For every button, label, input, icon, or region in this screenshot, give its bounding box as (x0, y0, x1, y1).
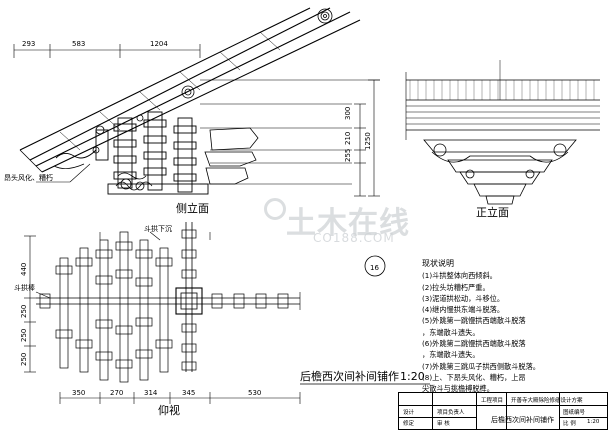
dim-side-2: 210 (344, 132, 352, 145)
dim-br-3: 314 (144, 389, 158, 397)
watermark-text: 土木在线 (286, 206, 410, 241)
side-elevation-drawing (13, 7, 380, 197)
plan-scale: 1:20 (400, 370, 425, 383)
callout-head-weathering: 昂头风化、糟朽 (4, 173, 53, 182)
note-line: (6)外跳第二跳慢拱西端散斗脱落 (422, 339, 526, 349)
status-notes: 现状说明 (1)斗拱整体向西倾斜。 (2)拉头坊糟朽严重。 (3)泥道拱松动，斗… (422, 258, 610, 395)
note-line: 尖散斗与挑檐榑脱榫。 (422, 384, 494, 394)
detail-number: 16 (370, 264, 379, 272)
callout-bracket-beam: 斗拱棒 (14, 283, 35, 292)
dim-br-2: 270 (110, 389, 123, 397)
view-title-front: 正立面 (476, 205, 509, 219)
dim-bl-2: 250 (20, 305, 28, 318)
tb-project: 开善寺大殿除险修缮设计方案 (511, 398, 583, 404)
dim-side-total: 1250 (364, 132, 372, 150)
dim-top-3: 1204 (150, 40, 168, 48)
tb-field3: 比 例 (563, 421, 576, 427)
note-line: (2)拉头坊糟朽严重。 (422, 282, 490, 292)
tb-field1: 图纸编号 (563, 410, 586, 416)
dim-br-4: 345 (182, 389, 195, 397)
note-line: (5)外跳第一跳慢拱西端散斗脱落 (422, 316, 526, 326)
note-line: ，东端散斗遗失。 (422, 350, 480, 360)
dim-top-1: 293 (22, 40, 35, 48)
tb-scale: 1:20 (587, 419, 600, 425)
notes-heading: 现状说明 (422, 259, 454, 268)
tb-check: 修定 (403, 421, 415, 427)
dim-br-1: 350 (72, 389, 85, 397)
dim-bl-3: 250 (20, 329, 28, 342)
tb-drawing-name: 后檐西次间补间铺作 (491, 416, 554, 424)
dim-top-2: 583 (72, 40, 85, 48)
note-line: ，东端散斗遗失。 (422, 327, 480, 337)
bottom-view-drawing (24, 222, 301, 404)
watermark-url: CO188.COM (313, 231, 395, 245)
tb-role1: 项目负责人 (437, 410, 465, 416)
dim-bl-4: 250 (20, 353, 28, 366)
dim-side-3: 255 (344, 149, 352, 162)
dim-br-5: 530 (248, 389, 261, 397)
tb-design: 设计 (403, 410, 415, 416)
callout-bracket-sag: 斗拱下沉 (144, 224, 172, 233)
dim-bl-1: 440 (20, 263, 28, 276)
tb-project-label: 工程项目 (481, 398, 504, 404)
dim-side-1: 300 (344, 107, 352, 120)
note-line: (3)泥道拱松动，斗移位。 (422, 293, 505, 303)
tb-role2: 审 核 (437, 421, 450, 427)
front-elevation-drawing (405, 60, 600, 205)
watermark-logo-icon (264, 198, 286, 220)
note-line: (8)上、下昂头风化、糟朽，上昂 (422, 372, 526, 382)
view-title-side: 侧立面 (176, 201, 209, 215)
note-line: (4)继内慢拱东端斗脱落。 (422, 305, 505, 315)
note-line: (1)斗拱整体向西倾斜。 (422, 271, 497, 281)
plan-title: 后檐西次间补间铺作 (300, 369, 399, 383)
note-line: (7)外跳第三跳瓜子拱西侧散斗脱落。 (422, 361, 540, 371)
title-block: 工程项目 开善寺大殿除险修缮设计方案 项目负责人 审 核 设计 修定 后檐西次间… (398, 392, 608, 430)
view-title-bottom: 仰视 (158, 403, 180, 417)
